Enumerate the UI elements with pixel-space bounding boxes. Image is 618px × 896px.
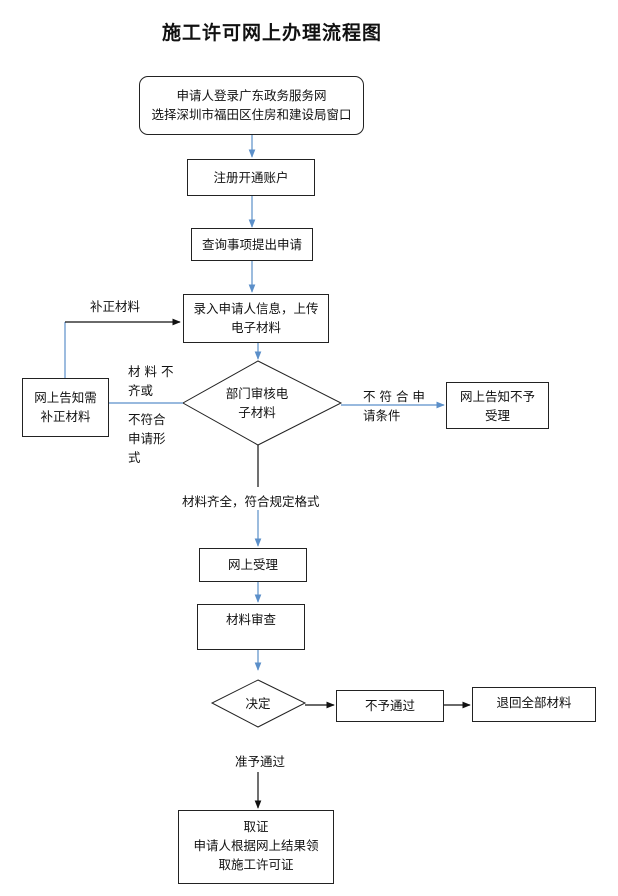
reject-notice-line1: 网上告知不予 (459, 389, 535, 404)
final-line3: 取施工许可证 (218, 857, 294, 872)
not-meet-line1: 不 符 合 申 (363, 389, 425, 404)
reject-notice-line2: 受理 (484, 408, 510, 423)
input-node: 录入申请人信息，上传 电子材料 (183, 294, 329, 343)
decide-diamond (210, 679, 307, 728)
incomplete-line4: 不符合 (128, 412, 166, 427)
start-line1: 申请人登录广东政务服务网 (176, 88, 327, 103)
page-title: 施工许可网上办理流程图 (162, 22, 383, 44)
accept-node: 网上受理 (199, 548, 307, 582)
final-line1: 取证 (243, 819, 269, 834)
final-node: 取证 申请人根据网上结果领 取施工许可证 (178, 810, 334, 884)
review-line1: 部门审核电 (225, 386, 289, 401)
decide-label: 决定 (245, 696, 271, 711)
complete-label: 材料齐全，符合规定格式 (182, 494, 320, 509)
incomplete-line2: 齐或 (128, 383, 154, 398)
input-line2: 电子材料 (230, 320, 281, 335)
reject-notice-node: 网上告知不予 受理 (446, 382, 549, 429)
decide-text: 决定 (228, 694, 288, 713)
review-line2: 子材料 (238, 405, 276, 420)
approve-label: 准予通过 (235, 754, 286, 769)
not-meet-line2: 请条件 (363, 408, 401, 423)
accept-label: 网上受理 (227, 557, 278, 572)
supplement-node: 网上告知需 补正材料 (22, 378, 109, 437)
not-meet-label: 不 符 合 申 请条件 (363, 387, 425, 425)
start-line2: 选择深圳市福田区住房和建设局窗口 (151, 107, 352, 122)
return-node: 退回全部材料 (472, 687, 596, 722)
supplement-line2: 补正材料 (40, 409, 91, 424)
query-label: 查询事项提出申请 (201, 237, 302, 252)
register-node: 注册开通账户 (187, 159, 315, 196)
incomplete-line6: 式 (128, 450, 141, 465)
input-line1: 录入申请人信息，上传 (193, 301, 319, 316)
return-label: 退回全部材料 (496, 695, 572, 710)
not-pass-node: 不予通过 (336, 690, 444, 722)
query-node: 查询事项提出申请 (191, 228, 313, 261)
register-label: 注册开通账户 (213, 170, 289, 185)
supplement-back-label: 补正材料 (90, 299, 141, 314)
incomplete-line3 (128, 400, 188, 410)
check-label: 材料审查 (225, 612, 276, 627)
incomplete-label: 材 料 不 齐或 不符合 申请形 式 (128, 362, 188, 467)
start-node: 申请人登录广东政务服务网 选择深圳市福田区住房和建设局窗口 (139, 76, 364, 135)
check-node: 材料审查 (197, 604, 305, 650)
review-text: 部门审核电 子材料 (213, 384, 301, 422)
incomplete-line1: 材 料 不 (128, 364, 174, 379)
incomplete-line5: 申请形 (128, 431, 166, 446)
final-line2: 申请人根据网上结果领 (193, 838, 319, 853)
supplement-line1: 网上告知需 (34, 390, 97, 405)
not-pass-label: 不予通过 (364, 698, 415, 713)
